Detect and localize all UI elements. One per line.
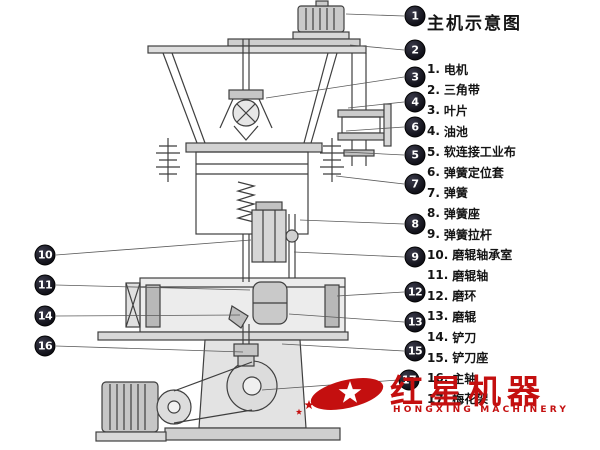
spring-tensioner-left [156,138,180,182]
legend-item-17: 17.梅花架 [427,391,489,407]
legend-item-6: 6.弹簧定位套 [427,165,504,180]
legend-item-12: 12.磨环 [427,288,477,304]
legend-item-16: 16.主轴 [427,371,477,386]
legend-item-3: 3.叶片 [427,103,468,118]
legend-item-2: 2.三角带 [427,82,480,98]
grinding-chamber [125,277,346,333]
spring-coil [235,181,257,223]
v-belt [173,361,253,392]
legend-item-14: 14.铲刀 [427,330,477,345]
parts-legend: 主机示意图 1.电机 2.三角带 3.叶片 4.油池 5.软连接工业布 6.弹簧定位套 7.… [427,9,599,409]
legend-item-5: 5.软连接工业布 [427,144,516,160]
brand-name-en: HONGXING MACHINERY [393,405,570,415]
bearing-chamber [251,201,287,263]
legend-title: 主机示意图 [427,14,522,34]
watermark: 红星机器 HONGXING MACHINERY [292,363,600,425]
motor-bottom [95,361,253,442]
legend-item-9: 9.弹簧拉杆 [427,227,492,242]
motor-top [292,0,350,40]
legend-item-15: 15.铲刀座 [427,350,489,366]
legend-item-4: 4.油池 [427,124,468,139]
legend-item-8: 8.弹簧座 [427,206,480,221]
legend-list: 1.电机 2.三角带 3.叶片 4.油池 5.软连接工业布 6.弹簧定位套 7.弹簧 8.弹簧… [427,59,599,409]
star-logo-icon [295,378,384,415]
leader-lines [55,13,405,391]
legend-item-1: 1.电机 [427,62,468,77]
spring-tensioner-right [320,138,344,182]
outlet-duct [337,53,392,166]
mid-housing [195,151,309,280]
legend-item-11: 11.磨辊轴 [427,268,489,283]
impeller [219,39,273,141]
legend-item-10: 10.磨辊轴承室 [427,247,513,263]
legend-item-7: 7.弹簧 [427,185,468,201]
main-shaft [242,234,250,344]
legend-item-13: 13.磨辊 [427,309,477,324]
base-assembly [97,331,349,441]
